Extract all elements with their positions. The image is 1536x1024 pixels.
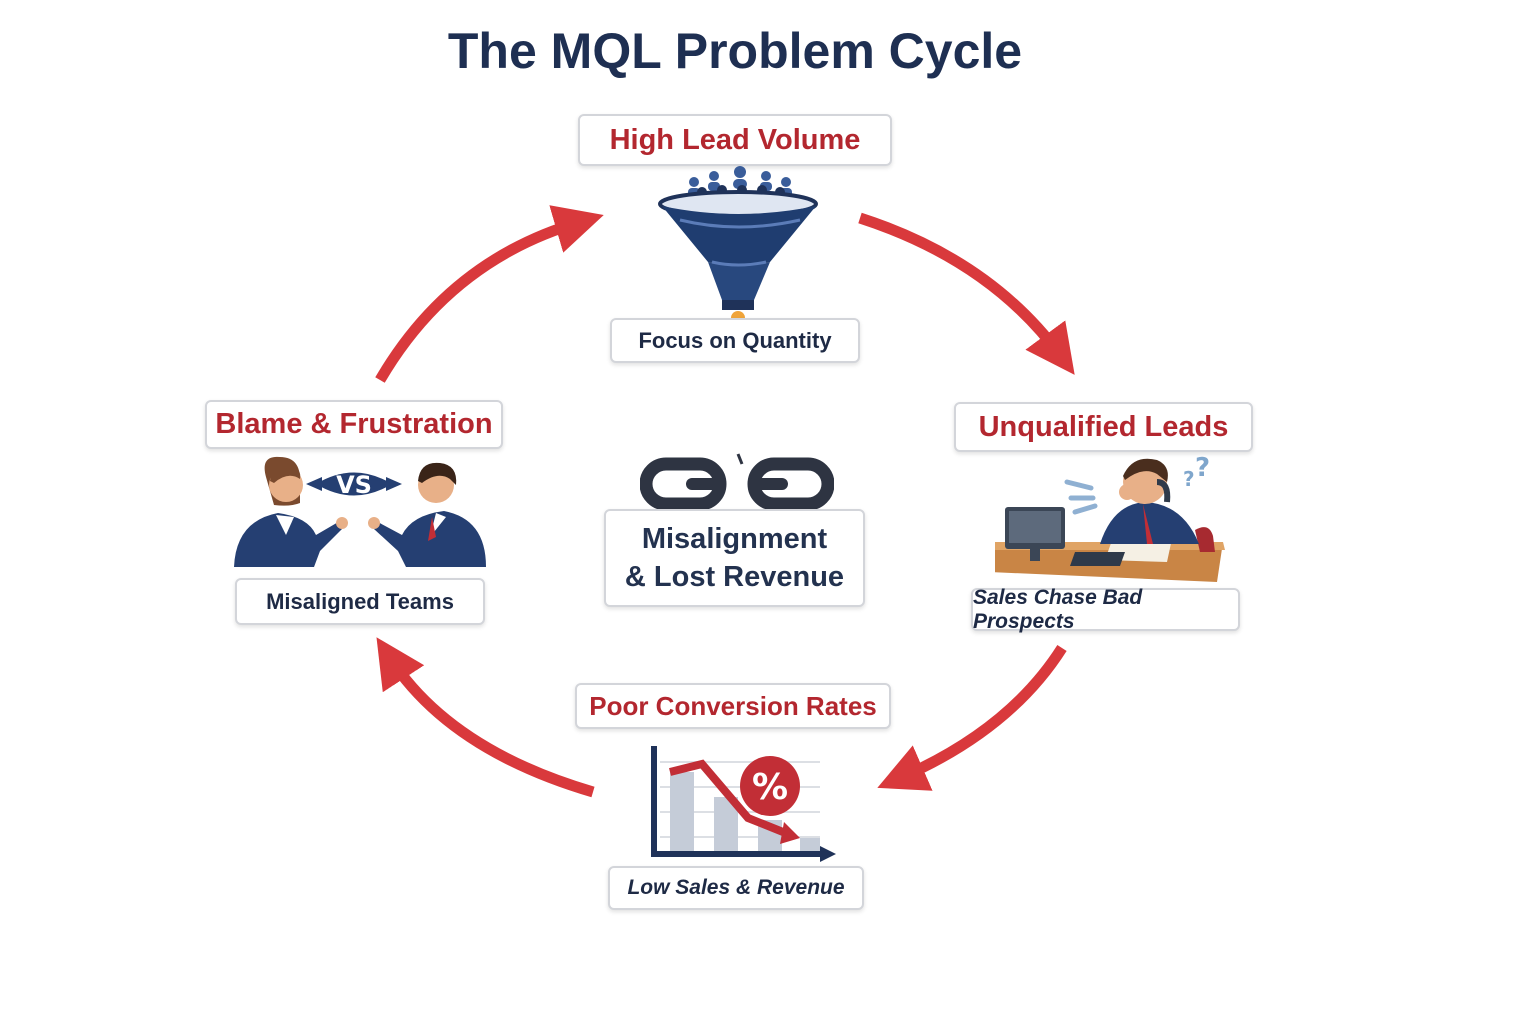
- center-message-box: Misalignment & Lost Revenue: [604, 509, 865, 607]
- stage-left-heading: Blame & Frustration: [215, 408, 493, 440]
- center-message-line1: Misalignment: [641, 523, 828, 555]
- stage-left-caption-box: Misaligned Teams: [235, 578, 485, 625]
- stage-bottom-caption-box: Low Sales & Revenue: [608, 866, 864, 910]
- stage-bottom-heading: Poor Conversion Rates: [589, 690, 877, 721]
- stage-left-caption: Misaligned Teams: [266, 588, 454, 614]
- stage-top-caption-box: Focus on Quantity: [610, 318, 860, 363]
- stage-top-heading-box: High Lead Volume: [578, 114, 892, 166]
- stage-right-heading: Unqualified Leads: [978, 410, 1229, 443]
- declining-chart-icon: %: [651, 746, 836, 862]
- center-message-line2: & Lost Revenue: [624, 561, 845, 593]
- arrow-bottom-to-left: [376, 637, 595, 798]
- stage-bottom-caption: Low Sales & Revenue: [627, 876, 845, 899]
- stage-right-caption-box: Sales Chase Bad Prospects: [971, 585, 1240, 633]
- stage-left-heading-box: Blame & Frustration: [205, 400, 503, 449]
- funnel-icon: [658, 166, 818, 325]
- percent-badge: %: [752, 767, 788, 808]
- arguing-teams-icon: VS: [234, 456, 486, 567]
- vs-badge: VS: [336, 471, 372, 499]
- svg-text:?: ?: [1183, 467, 1195, 491]
- stage-top-heading: High Lead Volume: [609, 123, 861, 156]
- stage-right-caption: Sales Chase Bad Prospects: [973, 585, 1143, 633]
- stage-top-caption: Focus on Quantity: [638, 327, 832, 353]
- stressed-sales-rep-icon: ? ?: [995, 453, 1225, 582]
- stage-right-heading-box: Unqualified Leads: [954, 402, 1253, 452]
- arrow-top-to-right: [858, 212, 1075, 375]
- svg-text:?: ?: [1195, 453, 1210, 483]
- page-title: The MQL Problem Cycle: [447, 23, 1023, 79]
- stage-bottom-heading-box: Poor Conversion Rates: [575, 683, 891, 729]
- broken-chain-icon: [640, 453, 834, 511]
- arrow-left-to-top: [375, 205, 604, 383]
- arrow-right-to-bottom: [877, 645, 1067, 791]
